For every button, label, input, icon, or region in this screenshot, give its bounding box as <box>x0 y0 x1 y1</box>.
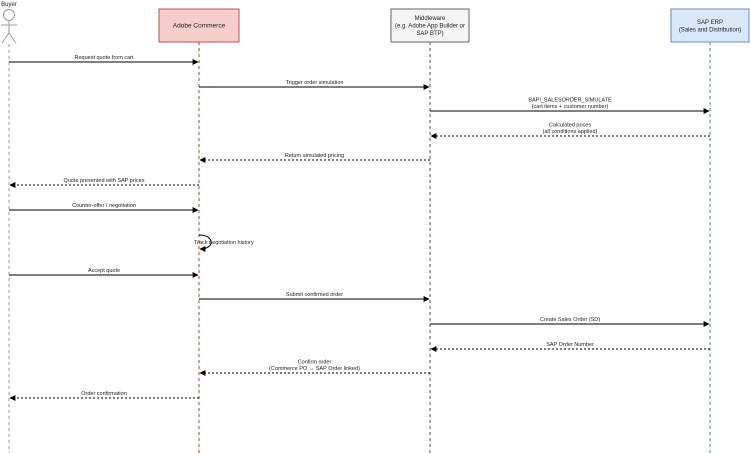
participant-sap: SAP ERP(Sales and Distribution) <box>670 8 750 43</box>
participant-label-line: Middleware <box>415 16 446 22</box>
participant-label-line: (e.g. Adobe App Builder or <box>395 24 465 30</box>
message-label: (all conditions applied) <box>543 129 598 135</box>
participant-label-line: SAP BTP) <box>416 31 443 37</box>
message-1: Request quote from cart <box>9 55 199 65</box>
message-11: Create Sales Order (SD) <box>430 317 710 327</box>
message-label: Accept quote <box>88 268 120 274</box>
message-label: Confirm order <box>298 360 332 366</box>
message-7: Counter-offer / negotiation <box>9 203 199 213</box>
message-label: Return simulated pricing <box>285 153 344 159</box>
message-2: Trigger order simulation <box>199 80 430 90</box>
participant-middleware: Middleware (e.g. Adobe App Builder orSAP … <box>390 8 470 43</box>
message-label: Create Sales Order (SD) <box>540 317 600 323</box>
participant-label-line: SAP ERP <box>697 20 723 26</box>
message-label: Trigger order simulation <box>286 80 344 86</box>
participant-label-line: Adobe Commerce <box>173 23 226 30</box>
message-label: (Commerce PO ↔ SAP Order linked) <box>269 366 360 372</box>
message-3: BAPI_SALESORDER_SIMULATE(cart items + cu… <box>430 98 710 114</box>
buyer-label: Buyer <box>1 2 17 8</box>
message-5: Return simulated pricing <box>199 153 430 163</box>
message-10: Submit confirmed order <box>199 292 430 302</box>
message-8: Track negotiation history <box>194 234 254 252</box>
message-4: Calculated prices(all conditions applied… <box>430 123 710 139</box>
participant-commerce: Adobe Commerce <box>158 8 240 43</box>
message-label: BAPI_SALESORDER_SIMULATE <box>528 98 612 104</box>
message-label: Submit confirmed order <box>286 292 343 298</box>
message-label: SAP Order Number <box>546 342 594 348</box>
message-13: Confirm order(Commerce PO ↔ SAP Order li… <box>199 360 430 376</box>
participant-box <box>158 8 240 43</box>
message-12: SAP Order Number <box>430 342 710 352</box>
buyer-actor-icon <box>1 9 17 44</box>
message-label: Request quote from cart <box>74 55 133 61</box>
message-label: Quote presented with SAP prices <box>64 178 145 184</box>
message-label: (cart items + customer number) <box>532 104 609 110</box>
message-6: Quote presented with SAP prices <box>9 178 199 188</box>
message-9: Accept quote <box>9 268 199 278</box>
message-label: Calculated prices <box>549 123 591 129</box>
participant-label-line: (Sales and Distribution) <box>679 27 741 33</box>
participant-box <box>670 8 750 43</box>
participant-box <box>390 8 470 43</box>
message-label: Track negotiation history <box>194 240 254 246</box>
self-message-arrow <box>198 234 212 252</box>
message-label: Counter-offer / negotiation <box>72 203 136 209</box>
message-14: Order confirmation <box>9 391 199 401</box>
message-label: Order confirmation <box>81 391 127 397</box>
